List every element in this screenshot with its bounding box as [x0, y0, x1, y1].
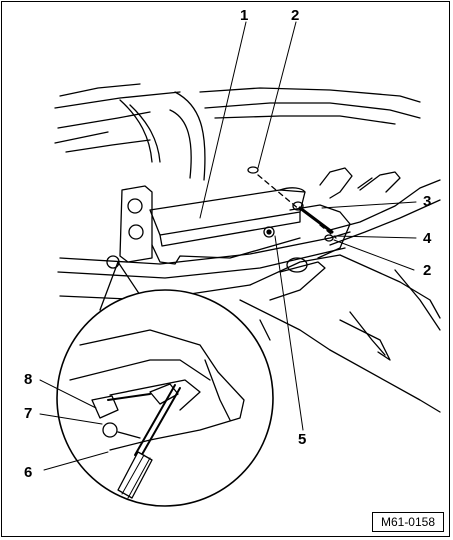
body-panel-lines [54, 83, 421, 181]
callout-6: 6 [24, 464, 33, 481]
fasteners [106, 166, 334, 269]
callout-5: 5 [298, 431, 307, 448]
hinge-plate [119, 185, 153, 263]
callout-leaders [39, 21, 417, 471]
callout-8: 8 [24, 371, 33, 388]
callout-4: 4 [423, 230, 432, 247]
callout-1: 1 [240, 7, 249, 24]
callout-2-right: 2 [423, 262, 432, 279]
figure-code-label: M61-0158 [372, 512, 444, 532]
callout-2-top: 2 [291, 7, 300, 24]
roof-frame-member [149, 187, 306, 265]
detail-magnifier [56, 289, 274, 507]
screwdriver [117, 384, 181, 499]
callout-3: 3 [423, 193, 432, 210]
callout-7: 7 [24, 405, 33, 422]
pivot-bracket [269, 167, 441, 301]
lower-sill [57, 231, 351, 301]
lower-right-panel [239, 254, 441, 413]
